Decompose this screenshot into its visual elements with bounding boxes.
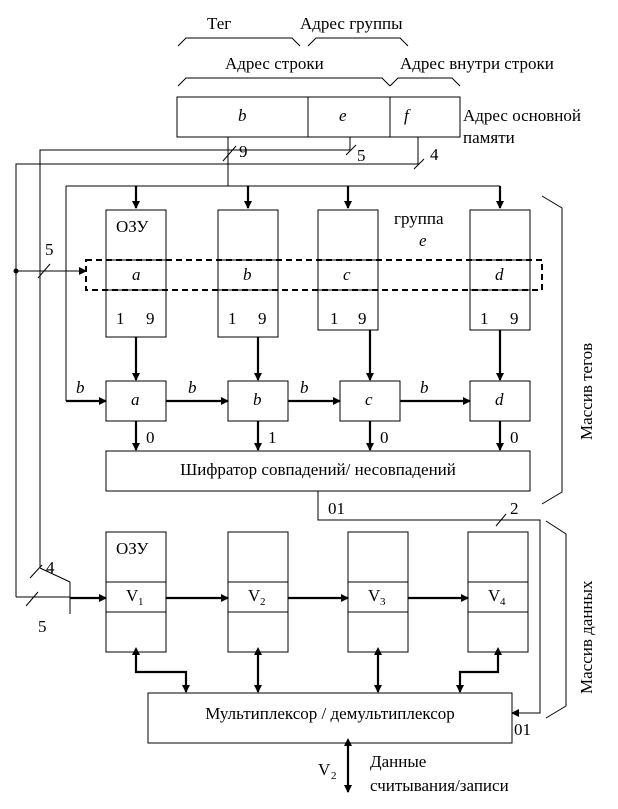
encoder-width: 2	[510, 499, 519, 518]
comparator-input-4: b	[420, 378, 429, 397]
ram4-bit-1: 1	[480, 309, 489, 328]
row-address-label: Адрес строки	[225, 54, 324, 73]
match-bit-d: 0	[510, 428, 519, 447]
tag-array-brace	[541, 195, 563, 505]
tag-label: Тег	[207, 14, 231, 33]
tag-brace	[177, 37, 301, 47]
output-v-sub: 2	[331, 770, 337, 782]
bits-left-f: 4	[46, 558, 55, 577]
tag-array-label: Массив тегов	[577, 343, 596, 440]
data-cell-v1: V	[126, 586, 139, 605]
mux-demux	[147, 692, 513, 744]
main-memory-address-label-2: памяти	[463, 128, 515, 147]
data-ram-label: ОЗУ	[116, 539, 149, 558]
ram1-bit-9: 9	[146, 309, 155, 328]
data-cell-v2-sub: 2	[260, 596, 266, 608]
tag-ram-1	[105, 209, 167, 338]
mux-code: 01	[514, 720, 531, 739]
address-field-e: e	[339, 106, 347, 125]
ram2-bit-9: 9	[258, 309, 267, 328]
encoder-label: Шифратор совпадений/ несовпадений	[180, 460, 456, 479]
encoder-code: 01	[328, 499, 345, 518]
group-brace	[307, 37, 409, 47]
tag-ram-3	[317, 209, 379, 331]
comparator-a	[105, 380, 167, 422]
comparator-d	[469, 380, 531, 422]
main-memory-address-label: Адрес основной	[463, 106, 581, 125]
comparator-b	[227, 380, 289, 422]
match-bit-b: 1	[268, 428, 277, 447]
data-cell-v1-sub: 1	[138, 596, 144, 608]
ram3-bit-1: 1	[330, 309, 339, 328]
ram-cell-b: b	[243, 265, 252, 284]
mux-label: Мультиплексор / демультиплексор	[205, 704, 455, 723]
data-array-label: Массив данных	[577, 580, 596, 694]
ram-cell-d: d	[495, 265, 504, 284]
comparator-b-label: b	[253, 390, 262, 409]
encoder-to-mux	[317, 491, 541, 717]
data-rw-label: Данные	[370, 752, 426, 771]
in-row-address-label: Адрес внутри строки	[400, 54, 554, 73]
data-ram-4	[467, 531, 529, 653]
group-label: группа	[394, 209, 444, 228]
row-address-brace	[177, 77, 391, 87]
data-cell-v3: V	[368, 586, 381, 605]
address-register	[176, 96, 461, 138]
ram-cell-a: a	[132, 265, 141, 284]
ram3-bit-9: 9	[358, 309, 367, 328]
data-cell-v2: V	[248, 586, 261, 605]
ram-cell-c: c	[343, 265, 351, 284]
match-bit-c: 0	[380, 428, 389, 447]
data-cell-v4-sub: 4	[500, 596, 506, 608]
data-cell-v4: V	[488, 586, 501, 605]
comparator-input-2: b	[188, 378, 197, 397]
bits-left-e2: 5	[38, 617, 47, 636]
tag-ram-label: ОЗУ	[116, 217, 149, 236]
match-encoder	[105, 450, 531, 492]
data-rw-label-2: считывания/записи	[370, 776, 509, 795]
bits-left-e: 5	[45, 240, 54, 259]
data-ram-1	[105, 531, 167, 653]
in-row-address-brace	[389, 77, 461, 87]
ram1-bit-1: 1	[116, 309, 125, 328]
match-bit-a: 0	[146, 428, 155, 447]
output-v: V	[318, 760, 331, 779]
data-ram-3	[347, 531, 409, 653]
f-field-bus	[15, 137, 419, 597]
ram2-bit-1: 1	[228, 309, 237, 328]
comparator-d-label: d	[495, 390, 504, 409]
ram4-bit-9: 9	[510, 309, 519, 328]
comparator-c-label: c	[365, 390, 373, 409]
group-row	[85, 259, 543, 291]
bits-f: 4	[430, 145, 439, 164]
comparator-a-label: a	[131, 390, 140, 409]
address-field-b: b	[238, 106, 247, 125]
comparator-input-3: b	[300, 378, 309, 397]
data-cell-v3-sub: 3	[380, 596, 386, 608]
data-array-brace	[545, 520, 567, 719]
comparator-c	[339, 380, 401, 422]
address-field-f: f	[404, 106, 411, 125]
tag-ram-2	[217, 209, 279, 338]
group-address-label: Адрес группы	[300, 14, 403, 33]
comparator-input-1: b	[76, 378, 85, 397]
bits-e: 5	[357, 146, 366, 165]
e-field-bus	[39, 137, 351, 568]
bits-b: 9	[239, 142, 248, 161]
group-letter: e	[419, 231, 427, 250]
tag-ram-4	[469, 209, 531, 331]
